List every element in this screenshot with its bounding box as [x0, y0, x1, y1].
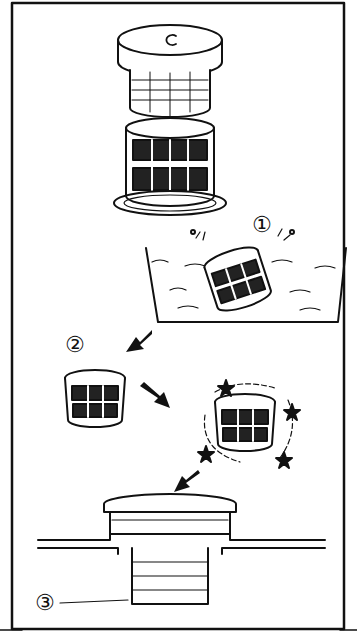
filter-installed — [132, 561, 208, 562]
filter-assembly — [190, 72, 191, 112]
filter-installed — [110, 512, 230, 534]
filter-installed — [38, 494, 325, 604]
filter-basket — [73, 404, 117, 417]
water-basin — [196, 229, 290, 240]
water-basin — [146, 229, 346, 322]
filter-basket — [65, 370, 125, 427]
filter-basket — [102, 386, 104, 417]
water-basin — [202, 243, 273, 315]
callout-number: ① — [251, 214, 273, 236]
filter-assembly — [114, 191, 226, 215]
frame — [12, 3, 344, 629]
callout-number: ② — [64, 334, 86, 356]
frame — [340, 629, 357, 631]
frame — [0, 629, 22, 631]
filter-installed — [104, 494, 236, 512]
filter-installed — [132, 575, 208, 576]
filter-brushing — [215, 402, 275, 451]
filter-installed — [60, 600, 128, 603]
filter-installed — [132, 548, 208, 604]
water-basin — [146, 248, 346, 322]
filter-brushing — [198, 446, 214, 462]
filter-installed — [132, 589, 208, 590]
filter-brushing — [252, 410, 254, 441]
filter-assembly — [166, 35, 176, 45]
filter-basket — [72, 386, 118, 400]
step-arrows — [126, 330, 152, 352]
filter-brushing — [276, 452, 292, 468]
filter-assembly — [114, 25, 226, 215]
filter-assembly — [126, 128, 214, 206]
water-basin — [241, 264, 251, 293]
water-basin — [290, 230, 294, 234]
filter-brushing — [222, 410, 268, 424]
filter-basket — [87, 386, 89, 417]
water-basin — [191, 230, 195, 234]
water-basin — [217, 277, 265, 304]
water-basin — [226, 269, 236, 298]
filter-assembly — [150, 72, 151, 112]
step-arrows — [126, 330, 200, 492]
filter-assembly — [187, 140, 189, 190]
filter-brushing — [218, 380, 234, 396]
filter-assembly — [170, 73, 171, 116]
filter-assembly — [118, 25, 222, 55]
frame — [0, 3, 357, 630]
filter-installed — [38, 548, 325, 554]
filter-assembly — [151, 140, 153, 190]
filter-assembly — [126, 118, 214, 138]
step-arrows — [140, 382, 170, 408]
filter-brushing — [223, 428, 267, 441]
filter-installed — [112, 519, 228, 520]
callout-number: ③ — [34, 592, 56, 614]
filter-assembly — [124, 195, 216, 211]
filter-assembly — [130, 70, 210, 117]
filter-brushing — [237, 410, 239, 441]
filter-assembly — [169, 140, 171, 190]
water-basin — [205, 250, 274, 315]
filter-basket — [65, 378, 125, 427]
filter-brushing — [204, 384, 292, 462]
filter-brushing — [284, 404, 300, 420]
step-arrows — [174, 470, 200, 492]
filter-brushing — [198, 380, 300, 468]
